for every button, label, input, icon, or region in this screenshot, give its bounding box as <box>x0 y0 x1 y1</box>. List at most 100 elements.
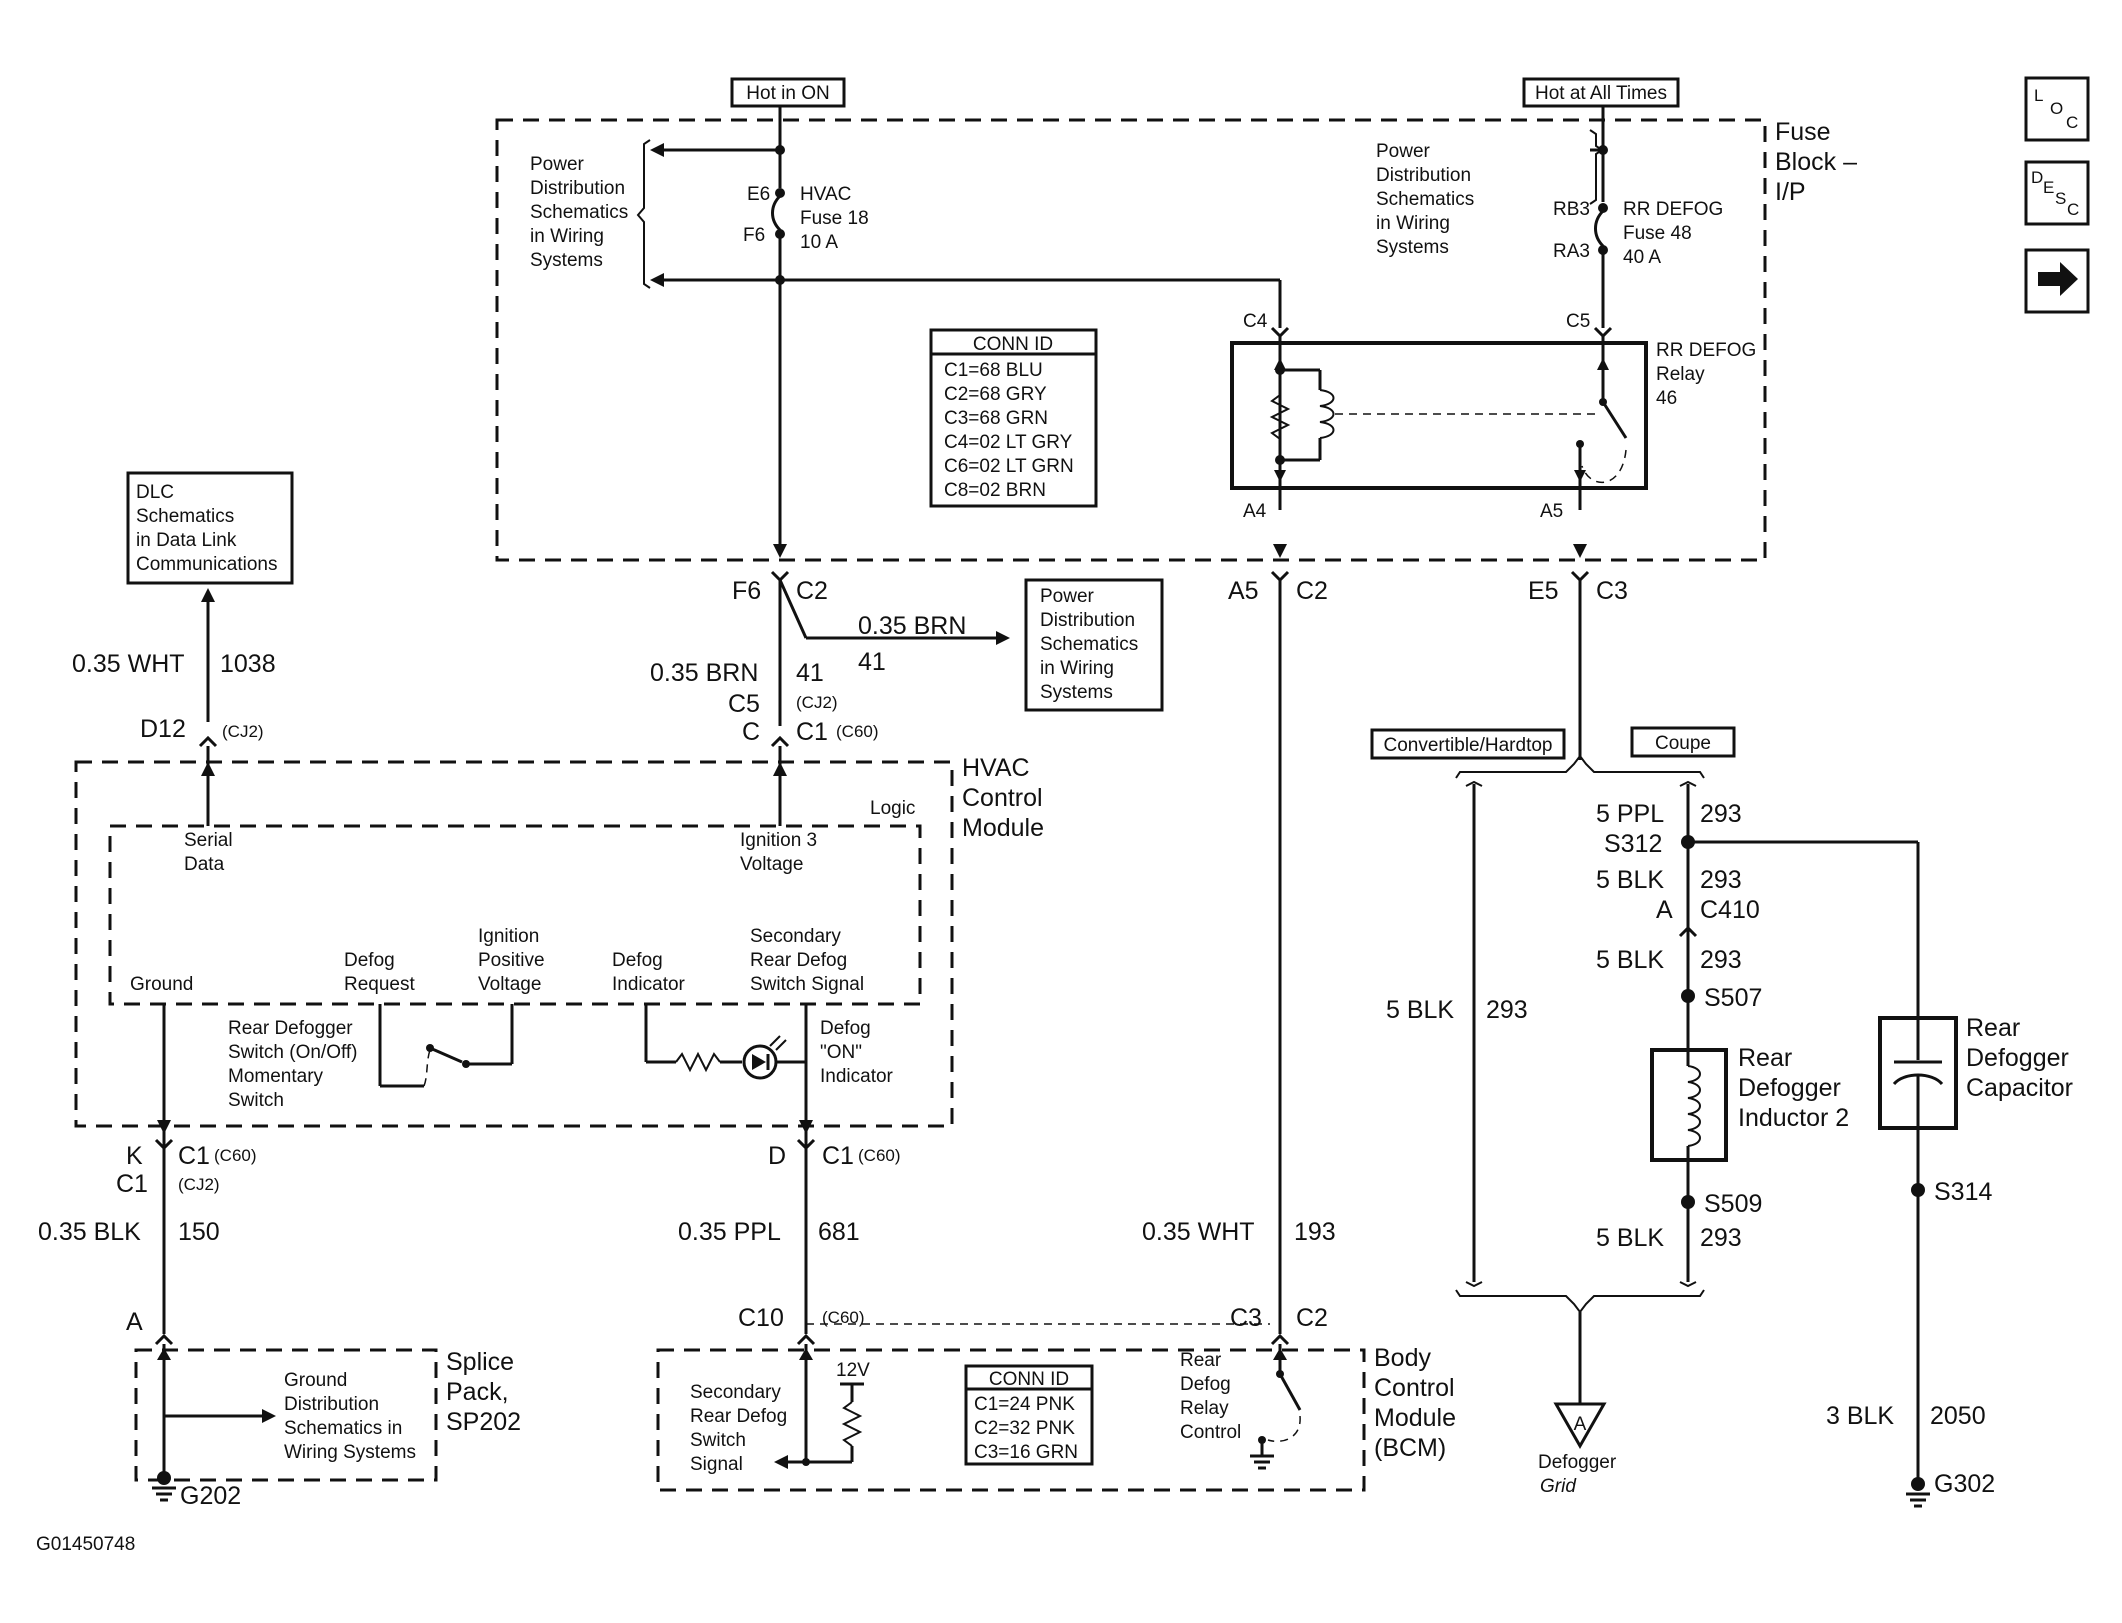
svg-text:Wiring Systems: Wiring Systems <box>284 1442 416 1463</box>
defogger-grid-symbol: A <box>1574 1414 1587 1435</box>
hvac-logic-label: Logic <box>870 798 915 819</box>
blk1-circuit: 293 <box>1700 866 1742 894</box>
svg-text:Capacitor: Capacitor <box>1966 1074 2073 1102</box>
svg-text:C6=02 LT GRN: C6=02 LT GRN <box>944 456 1074 477</box>
pin-rb3: RB3 <box>1553 199 1590 220</box>
svg-text:Fuse 18: Fuse 18 <box>800 208 869 229</box>
svg-text:C2=68 GRY: C2=68 GRY <box>944 384 1047 405</box>
fuse-block-title: Fuse Block – I/P <box>1775 118 1857 206</box>
next-button[interactable] <box>2024 248 2090 314</box>
svg-text:Module: Module <box>962 814 1044 842</box>
pds-mid-box: Power Distribution Schematics in Wiring … <box>1024 578 1164 712</box>
fuse-block-outline <box>495 118 1767 562</box>
hot-at-all-times-box <box>1522 77 1680 108</box>
pin-e6: E6 <box>747 184 770 205</box>
figure-id: G01450748 <box>36 1534 135 1555</box>
svg-text:C3=68 GRN: C3=68 GRN <box>944 408 1048 429</box>
rear-defogger-inductor-label: Rear Defogger Inductor 2 <box>1738 1044 1849 1132</box>
svg-text:Inductor 2: Inductor 2 <box>1738 1104 1849 1132</box>
blk2-wire-label: 5 BLK <box>1596 946 1664 974</box>
hvac-fuse-label: HVAC <box>800 184 851 205</box>
ignition-circuit: 41 <box>796 659 824 687</box>
ppl-conn-c1: C1 <box>822 1142 854 1170</box>
desc-button[interactable]: D E S C <box>2024 160 2090 226</box>
convertible-hardtop-label: Convertible/Hardtop <box>1384 735 1553 756</box>
svg-text:Grid: Grid <box>1540 1476 1577 1497</box>
bcm-outline <box>656 1348 1366 1492</box>
svg-text:"ON": "ON" <box>820 1042 862 1063</box>
conn-a5: A5 <box>1228 577 1259 605</box>
ground-conn-c60: (C60) <box>214 1146 257 1165</box>
wht-wire-size: 0.35 WHT <box>1142 1218 1255 1246</box>
svg-text:Positive: Positive <box>478 950 545 971</box>
desc-letter-c: C <box>2067 200 2079 219</box>
pds-mid-circuit: 41 <box>858 648 886 676</box>
svg-text:(BCM): (BCM) <box>1374 1434 1446 1462</box>
svg-text:Splice: Splice <box>446 1348 514 1376</box>
svg-text:SP202: SP202 <box>446 1408 521 1436</box>
svg-text:I/P: I/P <box>1775 178 1806 206</box>
svg-text:Schematics: Schematics <box>1040 634 1138 655</box>
coupe-label: Coupe <box>1655 733 1711 754</box>
bcm-relay-control-label: Rear Defog Relay Control <box>1180 1350 1241 1443</box>
svg-text:Block –: Block – <box>1775 148 1857 176</box>
hot-at-all-times-label: Hot at All Times <box>1535 83 1667 104</box>
ignition-conn-cj2: (CJ2) <box>796 693 838 712</box>
svg-text:Defog: Defog <box>1180 1374 1231 1395</box>
svg-text:Switch: Switch <box>228 1090 284 1111</box>
pds-right-label: Power Distribution Schematics in Wiring … <box>1376 141 1474 258</box>
svg-text:Control: Control <box>1374 1374 1455 1402</box>
dlc-circuit: 1038 <box>220 650 276 678</box>
ppl-circuit: 681 <box>818 1218 860 1246</box>
pds-mid-wire-size: 0.35 BRN <box>858 612 966 640</box>
ground-pin-k: K <box>126 1142 143 1170</box>
blk4-circuit: 2050 <box>1930 1402 1986 1430</box>
ppl-wire-label: 5 PPL <box>1596 800 1664 828</box>
svg-text:Switch Signal: Switch Signal <box>750 974 864 995</box>
svg-text:Schematics: Schematics <box>1376 189 1474 210</box>
relay-switch-contact <box>1601 401 1628 439</box>
hvac-fuse <box>771 188 785 239</box>
svg-text:C2=32 PNK: C2=32 PNK <box>974 1418 1075 1439</box>
svg-text:C1=24 PNK: C1=24 PNK <box>974 1394 1075 1415</box>
svg-text:Systems: Systems <box>1376 237 1449 258</box>
svg-text:C8=02 BRN: C8=02 BRN <box>944 480 1046 501</box>
svg-text:Voltage: Voltage <box>478 974 541 995</box>
dlc-pin-d12: D12 <box>140 715 186 743</box>
svg-text:Indicator: Indicator <box>612 974 686 995</box>
ppl-pin-c10: C10 <box>738 1304 784 1332</box>
svg-text:DLC: DLC <box>136 482 174 503</box>
desc-letter-s: S <box>2055 189 2066 208</box>
loc-button[interactable]: L O C <box>2024 76 2090 142</box>
serial-data-label: Serial <box>184 830 233 851</box>
svg-text:in Wiring: in Wiring <box>1376 213 1450 234</box>
rear-defogger-inductor-icon <box>1650 1048 1728 1162</box>
ppl-pin-d: D <box>768 1142 786 1170</box>
s314-label: S314 <box>1934 1178 1992 1206</box>
svg-text:46: 46 <box>1656 388 1677 409</box>
svg-text:Request: Request <box>344 974 415 995</box>
ground-circuit: 150 <box>178 1218 220 1246</box>
conn-c2-hvac: C2 <box>796 577 828 605</box>
svg-text:Fuse: Fuse <box>1775 118 1831 146</box>
svg-text:in Data Link: in Data Link <box>136 530 237 551</box>
pin-ra3: RA3 <box>1553 241 1590 262</box>
hot-in-on-box <box>730 77 846 108</box>
desc-letter-e: E <box>2043 178 2054 197</box>
hvac-logic-outline <box>108 824 922 1006</box>
svg-text:Rear: Rear <box>1738 1044 1792 1072</box>
ground-conn-cj2: (CJ2) <box>178 1175 220 1194</box>
wht-pin-c3: C3 <box>1230 1304 1262 1332</box>
rear-defogger-capacitor-label: Rear Defogger Capacitor <box>1966 1014 2073 1102</box>
coupe-box <box>1630 726 1736 758</box>
svg-text:Control: Control <box>962 784 1043 812</box>
c410-pin-a: A <box>1656 896 1673 924</box>
pin-c5: C5 <box>1566 311 1590 332</box>
ground-g202-label: G202 <box>180 1482 241 1510</box>
ppl-wire-size: 0.35 PPL <box>678 1218 781 1246</box>
gds-label: Ground Distribution Schematics in Wiring… <box>284 1370 416 1463</box>
svg-text:Rear: Rear <box>1180 1350 1222 1371</box>
svg-text:Module: Module <box>1374 1404 1456 1432</box>
rr-defog-fuse <box>1594 203 1608 255</box>
